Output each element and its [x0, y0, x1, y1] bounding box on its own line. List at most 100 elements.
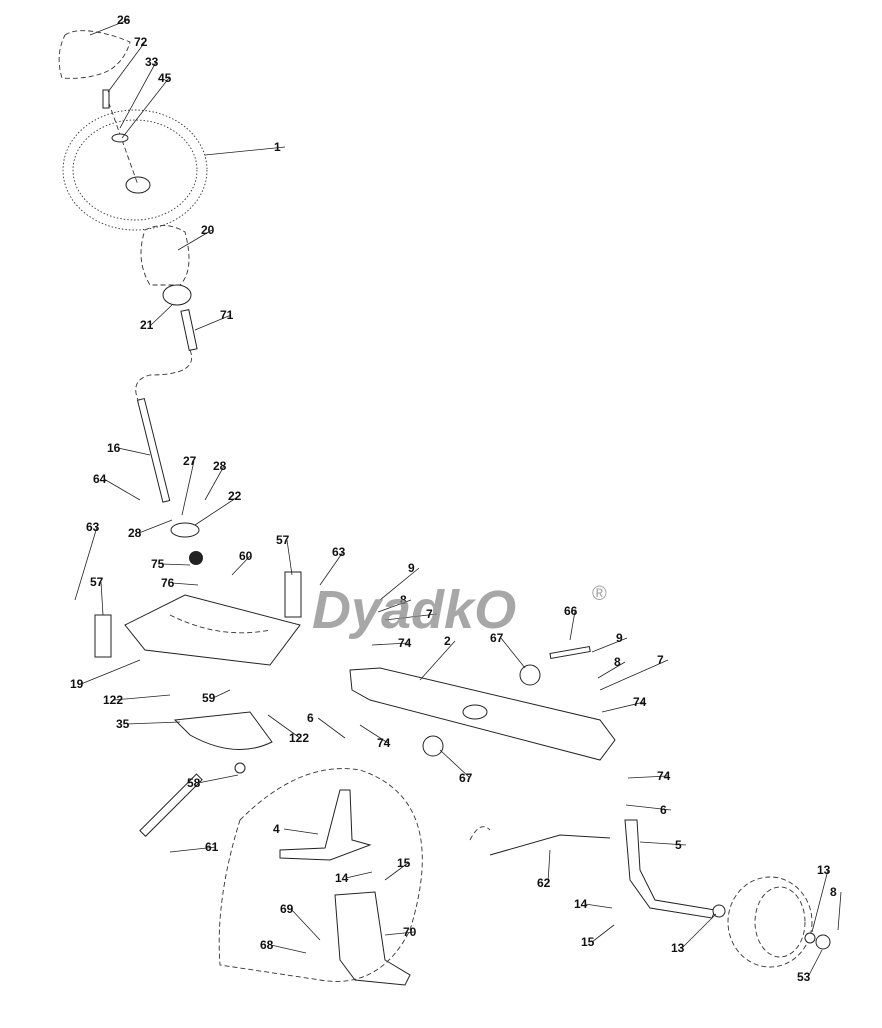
callout-6: 6 — [307, 711, 314, 725]
steering-wheel-inner — [72, 119, 198, 221]
callout-16: 16 — [107, 441, 121, 455]
callout-70: 70 — [403, 925, 417, 939]
wheel-rim — [754, 886, 806, 958]
leader-line — [807, 949, 823, 978]
bearing-flange-22 — [170, 522, 200, 538]
callout-7: 7 — [426, 607, 433, 621]
leader-line — [283, 828, 319, 835]
leader-line — [204, 146, 286, 156]
leader-line — [290, 908, 321, 941]
gear-75 — [189, 551, 203, 565]
washer-13-outer — [804, 932, 816, 944]
watermark-registered-mark: ® — [592, 583, 607, 605]
leader-line — [317, 717, 346, 739]
callout-53: 53 — [797, 970, 811, 984]
steering-wheel — [62, 109, 208, 231]
callout-15: 15 — [581, 935, 595, 949]
sector-gear-35 — [173, 711, 273, 751]
bolt-72 — [102, 89, 110, 109]
leader-line — [126, 721, 181, 725]
leader-line — [625, 804, 672, 811]
leader-line — [371, 642, 410, 646]
leader-line — [384, 862, 409, 881]
leader-line — [319, 551, 344, 586]
pivot-washer-67-lower — [422, 735, 444, 757]
callout-13: 13 — [817, 863, 831, 877]
callout-1: 1 — [274, 140, 281, 154]
callout-69: 69 — [280, 902, 294, 916]
leader-line — [150, 304, 173, 326]
callout-57: 57 — [276, 533, 290, 547]
callout-64: 64 — [93, 472, 107, 486]
watermark: DyadkO — [312, 580, 516, 640]
callout-6: 6 — [660, 803, 667, 817]
steering-support-plate-19 — [124, 594, 301, 666]
leader-line — [419, 640, 456, 681]
callout-72: 72 — [134, 35, 148, 49]
leader-line — [267, 714, 301, 739]
callout-8: 8 — [830, 885, 837, 899]
callout-57: 57 — [90, 575, 104, 589]
callout-67: 67 — [490, 631, 504, 645]
leader-line — [599, 659, 669, 691]
washer-45 — [111, 133, 129, 143]
callout-71: 71 — [220, 308, 234, 322]
leader-line — [627, 775, 669, 779]
drag-link-61 — [139, 773, 203, 837]
leader-line — [379, 567, 420, 601]
bolt-66 — [549, 645, 591, 660]
callout-63: 63 — [332, 545, 346, 559]
leader-line — [500, 637, 526, 669]
leader-line — [591, 637, 628, 653]
leader-line — [569, 610, 576, 641]
leader-line — [639, 841, 687, 846]
tie-rod-62 — [489, 834, 611, 856]
callout-122: 122 — [103, 693, 123, 707]
leader-line — [584, 903, 613, 909]
leader-line — [194, 314, 232, 331]
washer-53 — [815, 934, 831, 950]
callout-67: 67 — [459, 771, 473, 785]
callout-62: 62 — [537, 876, 551, 890]
dashed-tie-rod — [469, 826, 491, 841]
callout-20: 20 — [201, 223, 215, 237]
pivot-bracket-70 — [334, 891, 411, 986]
callout-21: 21 — [140, 318, 154, 332]
spindle-5 — [624, 819, 716, 919]
spindle-4 — [279, 789, 372, 861]
callout-75: 75 — [151, 557, 165, 571]
leader-line — [601, 701, 645, 713]
leader-line — [359, 724, 389, 744]
callout-9: 9 — [616, 631, 623, 645]
callout-4: 4 — [273, 822, 280, 836]
axle-pivot — [462, 704, 488, 720]
dashed-link-path — [218, 768, 423, 982]
leader-line — [345, 871, 373, 879]
leader-line — [177, 229, 213, 251]
leader-line — [212, 689, 231, 699]
leader-line — [100, 581, 104, 616]
leader-line — [107, 41, 146, 93]
leader-lines — [74, 19, 842, 978]
callout-8: 8 — [400, 593, 407, 607]
front-wheel — [727, 876, 813, 968]
callout-60: 60 — [239, 549, 253, 563]
leader-line — [121, 77, 170, 139]
callout-28: 28 — [128, 526, 142, 540]
leader-line — [591, 924, 615, 943]
callout-5: 5 — [675, 838, 682, 852]
callout-9: 9 — [408, 561, 415, 575]
leader-line — [286, 539, 293, 576]
leader-line — [113, 694, 171, 701]
callout-22: 22 — [228, 489, 242, 503]
steering-boot — [140, 225, 190, 286]
callout-58: 58 — [187, 776, 201, 790]
leader-line — [171, 582, 199, 586]
steering-shaft-16 — [136, 397, 171, 503]
shaft-71 — [180, 309, 198, 351]
leader-line — [161, 563, 191, 566]
callout-122: 122 — [289, 731, 309, 745]
